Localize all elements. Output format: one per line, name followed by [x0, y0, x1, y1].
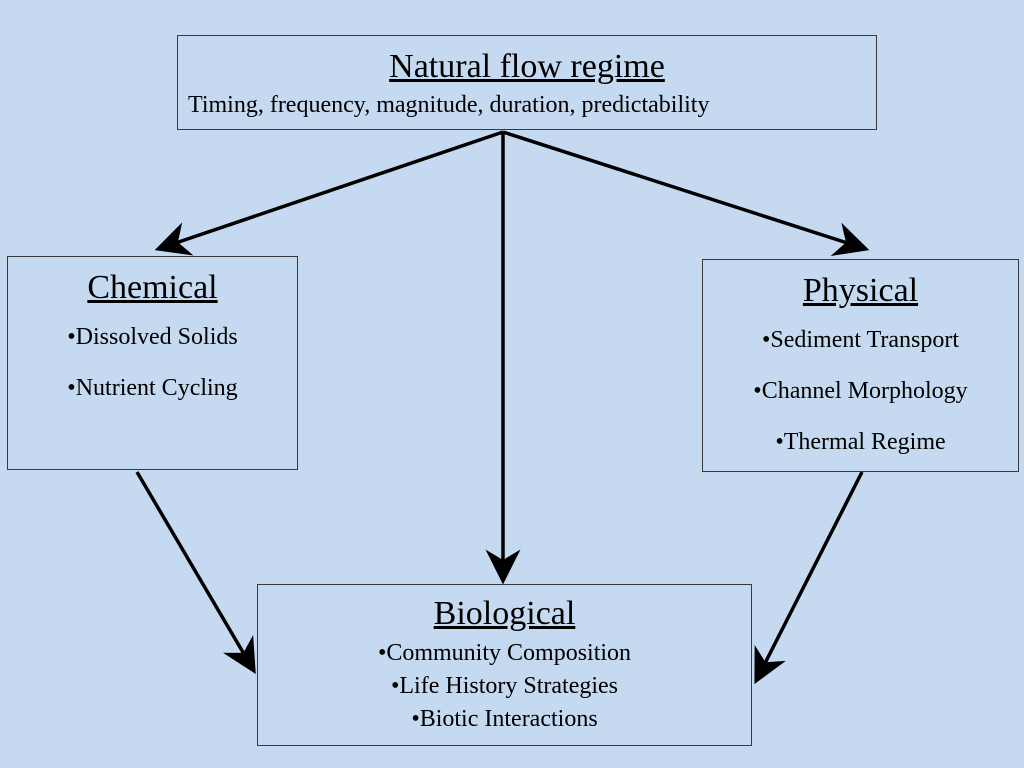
chemical-item: •Nutrient Cycling [67, 375, 238, 401]
chemical-item: •Dissolved Solids [67, 324, 238, 350]
biological-list: •Community Composition •Life History Str… [258, 641, 751, 731]
biological-item: •Community Composition [377, 640, 632, 666]
physical-item: •Thermal Regime [775, 429, 946, 455]
biological-title: Biological [433, 595, 576, 632]
chemical-box: Chemical •Dissolved Solids •Nutrient Cyc… [7, 256, 298, 470]
chemical-list: •Dissolved Solids •Nutrient Cycling [8, 325, 297, 400]
biological-item: •Life History Strategies [390, 673, 618, 699]
biological-box: Biological •Community Composition •Life … [257, 584, 752, 746]
physical-item: •Sediment Transport [761, 327, 960, 353]
physical-box: Physical •Sediment Transport •Channel Mo… [702, 259, 1019, 472]
physical-item: •Channel Morphology [753, 378, 968, 404]
flow-regime-title: Natural flow regime [389, 48, 665, 85]
arrow-physical-to-biological [754, 471, 864, 685]
arrow-flow-to-chemical [154, 130, 504, 256]
chemical-title: Chemical [87, 269, 218, 306]
physical-list: •Sediment Transport •Channel Morphology … [703, 328, 1018, 454]
arrow-flow-to-physical [502, 130, 870, 256]
flow-regime-subtitle: Timing, frequency, magnitude, duration, … [188, 92, 710, 118]
arrow-chemical-to-biological [135, 471, 256, 675]
flow-regime-box: Natural flow regime [177, 35, 877, 130]
biological-item: •Biotic Interactions [411, 706, 598, 732]
physical-title: Physical [802, 272, 919, 309]
